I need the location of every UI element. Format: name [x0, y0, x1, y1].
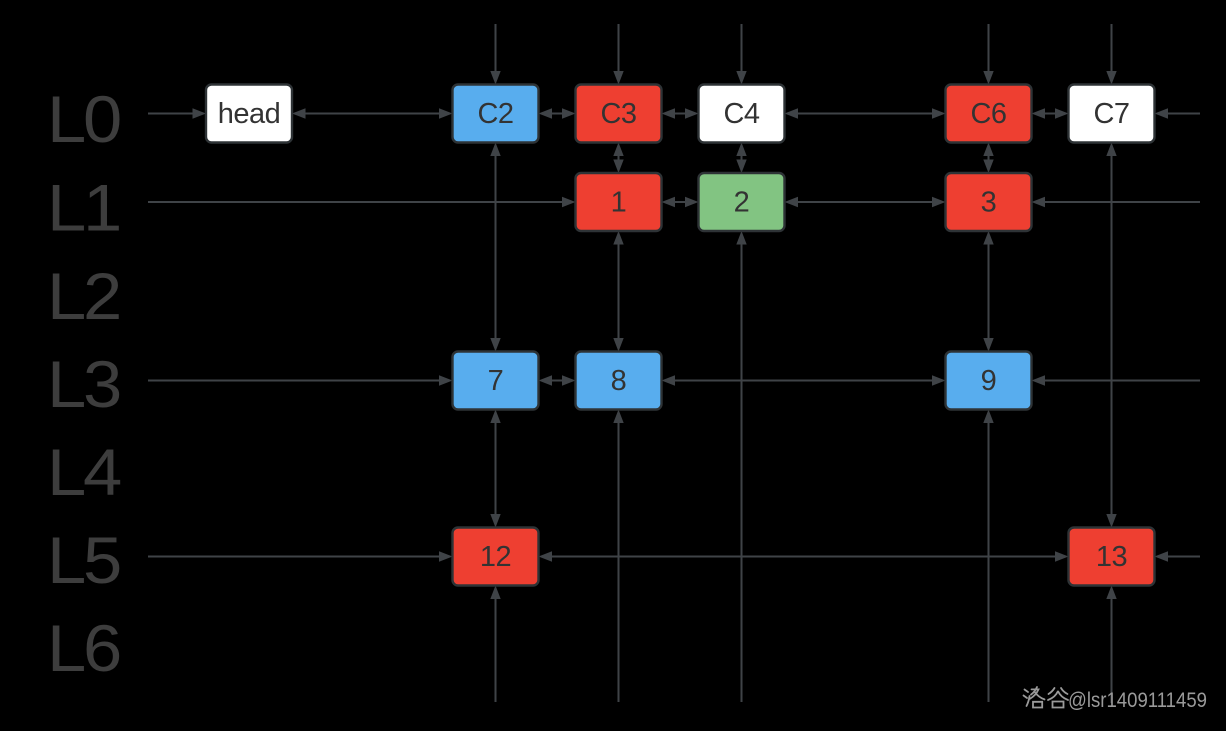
svg-text:9: 9 [981, 365, 997, 397]
svg-text:7: 7 [488, 365, 504, 397]
svg-text:L2: L2 [47, 260, 119, 333]
svg-text:@lsr1409111459: @lsr1409111459 [1068, 688, 1207, 712]
svg-text:L5: L5 [47, 524, 120, 597]
svg-text:L6: L6 [47, 612, 119, 685]
svg-text:13: 13 [1096, 541, 1127, 573]
svg-text:head: head [218, 98, 281, 130]
svg-text:C3: C3 [600, 98, 636, 130]
svg-text:C6: C6 [970, 98, 1006, 130]
svg-text:3: 3 [981, 187, 997, 219]
svg-text:L3: L3 [47, 348, 119, 421]
svg-text:2: 2 [734, 187, 750, 219]
svg-text:L0: L0 [47, 83, 120, 156]
svg-text:L4: L4 [47, 436, 120, 509]
svg-text:1: 1 [611, 187, 627, 219]
svg-text:C2: C2 [477, 98, 513, 130]
svg-text:8: 8 [611, 365, 627, 397]
svg-text:12: 12 [480, 541, 511, 573]
svg-text:C4: C4 [723, 98, 759, 130]
svg-text:L1: L1 [47, 172, 119, 245]
svg-text:C7: C7 [1093, 98, 1129, 130]
